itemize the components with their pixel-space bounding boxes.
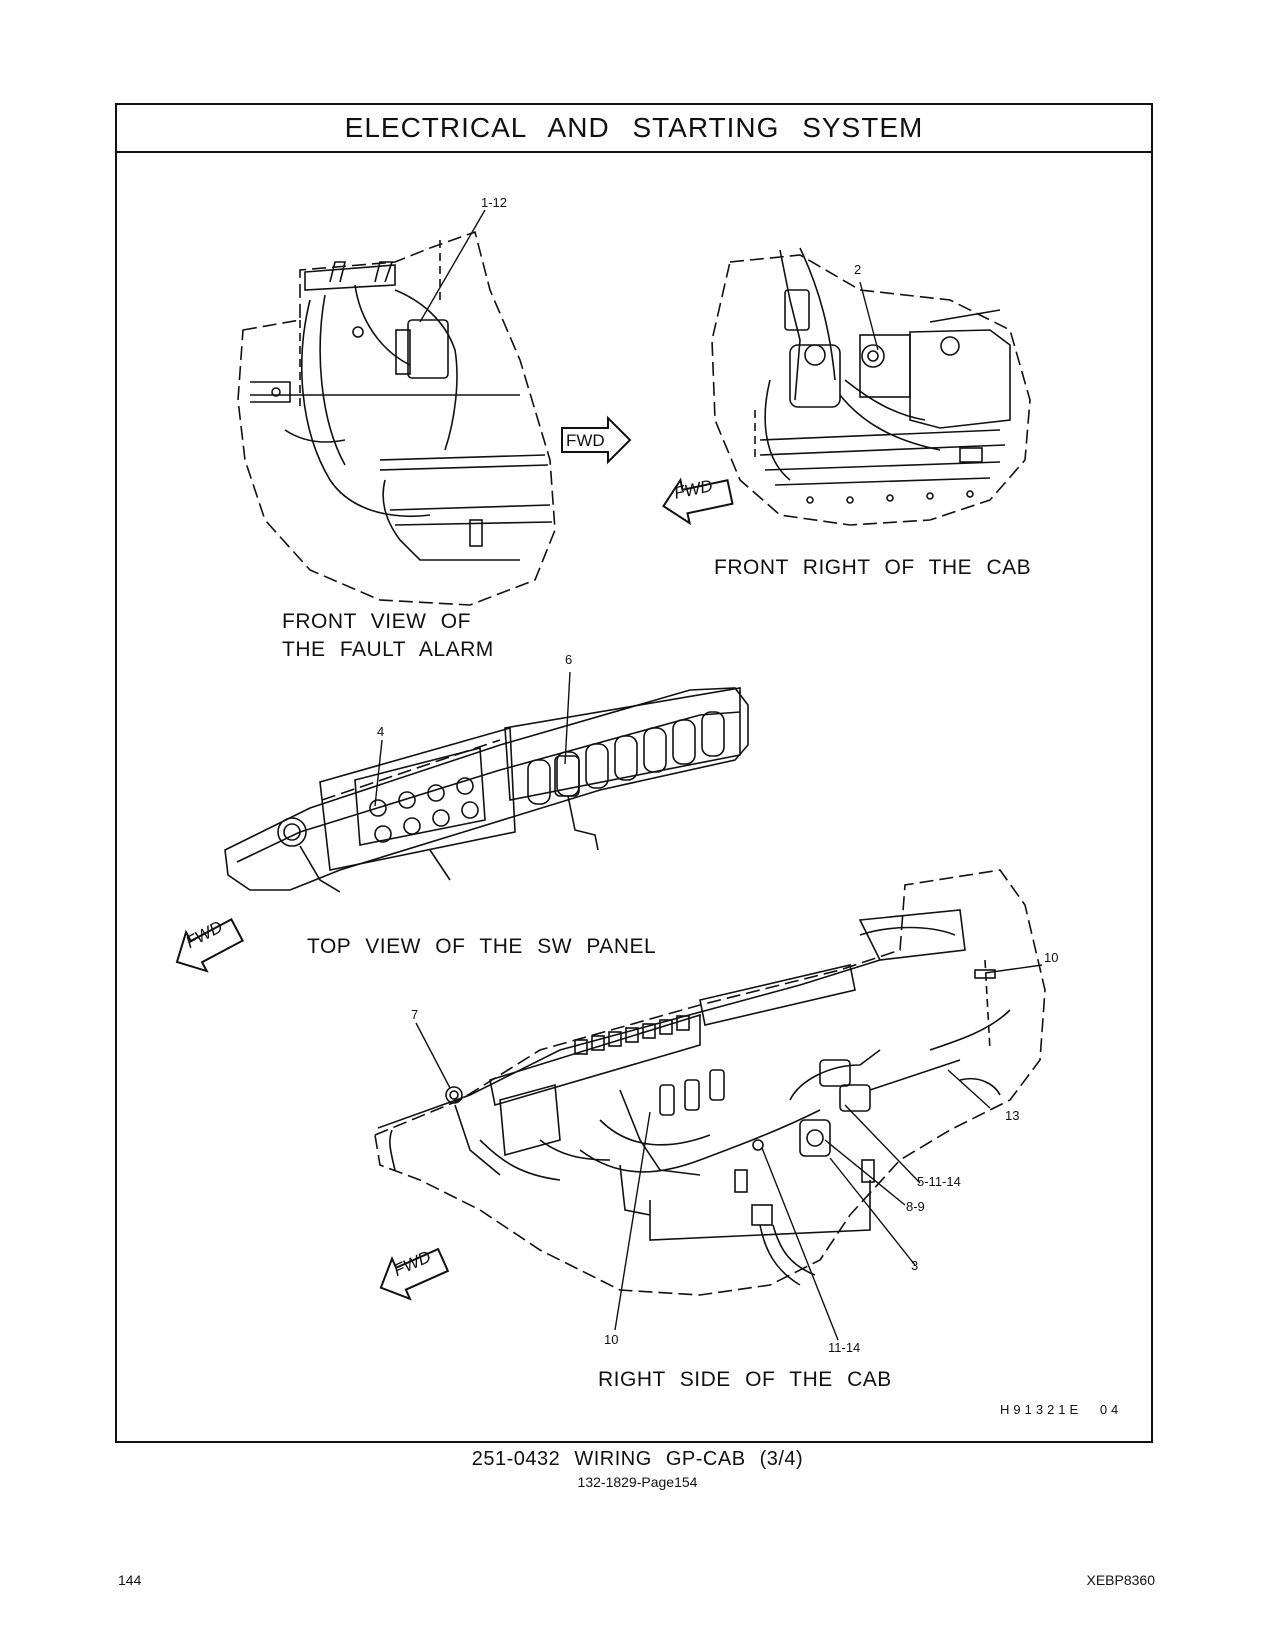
leader-7 bbox=[415, 1022, 451, 1089]
leader-1-12 bbox=[419, 209, 486, 323]
front-right-cab-view bbox=[711, 247, 1031, 526]
callout-10-bottom: 10 bbox=[604, 1332, 619, 1347]
callout-5-11-14: 5-11-14 bbox=[917, 1174, 961, 1189]
page-title: ELECTRICAL AND STARTING SYSTEM bbox=[117, 105, 1151, 153]
callout-8-9: 8-9 bbox=[906, 1199, 925, 1214]
callout-2: 2 bbox=[854, 262, 862, 277]
document-number: XEBP8360 bbox=[1086, 1572, 1156, 1588]
sw-panel-view bbox=[224, 687, 749, 893]
callout-13: 13 bbox=[1005, 1108, 1020, 1123]
diagram-caption: 251-0432 WIRING GP-CAB (3/4) bbox=[471, 1448, 804, 1470]
view-label-right-side: RIGHT SIDE OF THE CAB bbox=[598, 1368, 892, 1391]
diagram-frame: ELECTRICAL AND STARTING SYSTEM bbox=[115, 103, 1153, 1443]
callout-10-top: 10 bbox=[1044, 950, 1059, 965]
leader-8-9 bbox=[824, 1139, 906, 1206]
leader-13 bbox=[947, 1069, 991, 1109]
leader-3 bbox=[829, 1157, 916, 1266]
drawing-number: H91321E 04 bbox=[1000, 1402, 1123, 1417]
view-label-fault-alarm-2: THE FAULT ALARM bbox=[282, 638, 494, 661]
fault-alarm-view bbox=[237, 230, 556, 606]
leader-6 bbox=[564, 671, 571, 765]
callout-3: 3 bbox=[911, 1258, 919, 1273]
callout-6: 6 bbox=[565, 652, 573, 667]
view-label-sw-panel: TOP VIEW OF THE SW PANEL bbox=[307, 935, 657, 958]
leader-10-top bbox=[984, 964, 1043, 974]
callout-4: 4 bbox=[377, 724, 385, 739]
view-label-front-right: FRONT RIGHT OF THE CAB bbox=[714, 556, 1032, 579]
leader-4 bbox=[374, 739, 383, 807]
view-label-fault-alarm-1: FRONT VIEW OF bbox=[282, 610, 471, 633]
leader-2 bbox=[859, 281, 879, 351]
page-number: 144 bbox=[118, 1572, 142, 1588]
leader-5-11-14 bbox=[844, 1104, 921, 1184]
callout-1-12: 1-12 bbox=[481, 195, 508, 210]
callout-7: 7 bbox=[411, 1007, 419, 1022]
leader-10-bottom bbox=[614, 1111, 651, 1331]
leader-11-14 bbox=[761, 1147, 839, 1341]
diagram-subcaption: 132-1829-Page154 bbox=[577, 1474, 698, 1490]
fwd-label-1: FWD bbox=[566, 431, 605, 450]
callout-11-14: 11-14 bbox=[828, 1340, 861, 1355]
right-side-cab-view bbox=[374, 869, 1046, 1296]
